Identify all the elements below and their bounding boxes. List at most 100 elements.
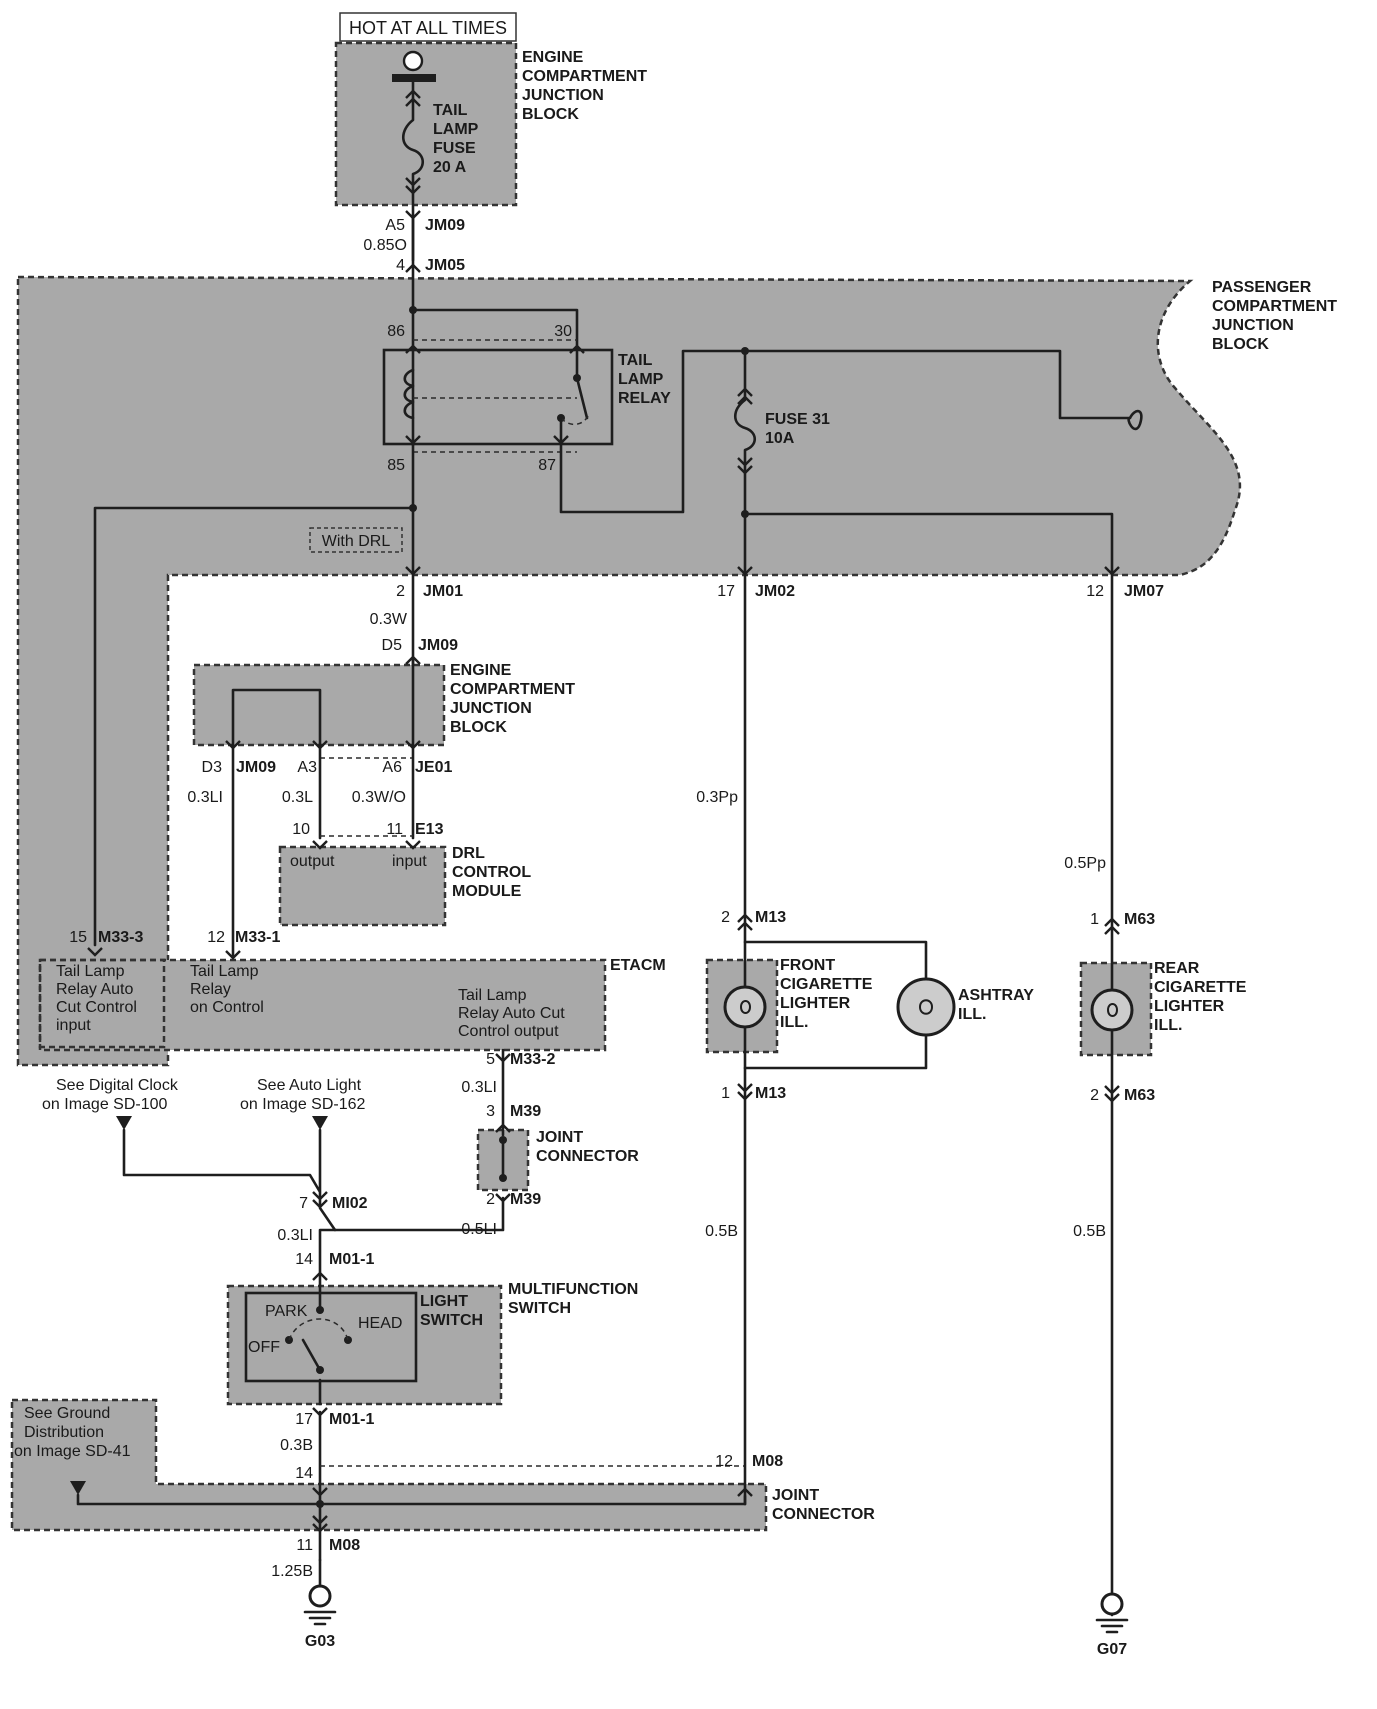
svg-text:0.5B: 0.5B (1073, 1223, 1106, 1240)
svg-text:7: 7 (299, 1195, 308, 1212)
svg-text:M33-1: M33-1 (235, 929, 280, 946)
pin-labels: A5 JM09 0.85O 4 JM05 86 30 85 87 2 JM01 … (69, 217, 1164, 1658)
drl-input-label: input (392, 853, 427, 870)
svg-text:ASHTRAY: ASHTRAY (958, 987, 1034, 1004)
engine-compartment-junction-block-top (334, 41, 518, 207)
svg-text:3: 3 (486, 1103, 495, 1120)
battery-terminal (402, 50, 424, 72)
svg-text:0.3LI: 0.3LI (277, 1227, 313, 1244)
svg-text:CONNECTOR: CONNECTOR (536, 1148, 639, 1165)
hot-at-all-times-label: HOT AT ALL TIMES (349, 18, 507, 38)
svg-text:CIGARETTE: CIGARETTE (1154, 979, 1247, 996)
svg-text:LAMP: LAMP (433, 121, 479, 138)
svg-text:2: 2 (721, 909, 730, 926)
relay-coil (403, 368, 415, 420)
svg-text:LIGHTER: LIGHTER (1154, 998, 1225, 1015)
ecjb-mid-label: ENGINE COMPARTMENT JUNCTION BLOCK (450, 662, 575, 736)
svg-text:Cut Control: Cut Control (56, 999, 137, 1016)
svg-text:10A: 10A (765, 430, 795, 447)
tail-lamp-fuse-20a (401, 80, 425, 262)
svg-text:30: 30 (554, 323, 572, 340)
svg-text:D3: D3 (202, 759, 223, 776)
svg-text:M63: M63 (1124, 1087, 1155, 1104)
svg-text:87: 87 (538, 457, 556, 474)
svg-text:2: 2 (1090, 1087, 1099, 1104)
switch-park-label: PARK (265, 1303, 308, 1320)
svg-text:85: 85 (387, 457, 405, 474)
with-drl-label: With DRL (322, 533, 391, 550)
ground-g07-icon (1100, 1592, 1124, 1616)
svg-text:0.3L: 0.3L (282, 789, 313, 806)
drl-output-label: output (290, 853, 335, 870)
svg-text:input: input (56, 1017, 91, 1034)
svg-text:A3: A3 (297, 759, 317, 776)
etacm-auto-cut-output-label: Tail Lamp Relay Auto Cut Control output (458, 987, 565, 1040)
svg-text:BLOCK: BLOCK (522, 106, 579, 123)
etacm-auto-cut-input-label: Tail Lamp Relay Auto Cut Control input (56, 963, 137, 1034)
svg-text:MULTIFUNCTION: MULTIFUNCTION (508, 1281, 638, 1298)
svg-text:FRONT: FRONT (780, 957, 835, 974)
hot-at-all-times-box (339, 12, 517, 42)
svg-text:Relay Auto: Relay Auto (56, 981, 133, 998)
svg-text:JE01: JE01 (415, 759, 452, 776)
svg-text:JM07: JM07 (1124, 583, 1164, 600)
svg-text:JUNCTION: JUNCTION (450, 700, 532, 717)
svg-text:MODULE: MODULE (452, 883, 522, 900)
svg-text:12: 12 (1086, 583, 1104, 600)
light-switch-contact (301, 1338, 322, 1372)
svg-text:0.85O: 0.85O (363, 237, 407, 254)
svg-text:JOINT: JOINT (772, 1487, 819, 1504)
ground-joint-connector-block (10, 1398, 768, 1532)
svg-text:0.3W: 0.3W (370, 611, 408, 628)
svg-text:A6: A6 (382, 759, 402, 776)
svg-text:See Auto Light: See Auto Light (257, 1077, 362, 1094)
svg-text:0.5Pp: 0.5Pp (1064, 855, 1106, 872)
multifunction-switch-label: MULTIFUNCTION SWITCH (508, 1281, 638, 1317)
svg-text:DRL: DRL (452, 845, 485, 862)
svg-text:20 A: 20 A (433, 159, 467, 176)
with-drl-box (309, 527, 403, 553)
ecjb-top-label: ENGINE COMPARTMENT JUNCTION BLOCK (522, 49, 647, 123)
light-switch-box (244, 1291, 418, 1383)
svg-text:See Ground: See Ground (24, 1405, 110, 1422)
svg-text:E13: E13 (415, 821, 444, 838)
svg-text:M01-1: M01-1 (329, 1411, 374, 1428)
svg-text:JM02: JM02 (755, 583, 795, 600)
see-ground-distribution-label: See Ground Distribution on Image SD-41 (14, 1405, 131, 1460)
svg-text:Relay: Relay (190, 981, 231, 998)
etacm-auto-cut-input-box (38, 958, 166, 1049)
relay-85-to-etacm-wire (93, 506, 415, 947)
svg-text:0.3W/O: 0.3W/O (352, 789, 406, 806)
light-switch-label: LIGHT SWITCH (420, 1293, 483, 1329)
tail-lamp-relay (382, 348, 614, 446)
svg-text:BLOCK: BLOCK (1212, 336, 1269, 353)
see-auto-light-label: See Auto Light on Image SD-162 (240, 1077, 366, 1113)
svg-text:on Image SD-41: on Image SD-41 (14, 1443, 131, 1460)
svg-text:Tail Lamp: Tail Lamp (458, 987, 527, 1004)
svg-text:JM01: JM01 (423, 583, 463, 600)
svg-text:0.3LI: 0.3LI (461, 1079, 497, 1096)
svg-text:0.5LI: 0.5LI (461, 1221, 497, 1238)
svg-text:CIGARETTE: CIGARETTE (780, 976, 873, 993)
fuse-31-10a (733, 349, 757, 572)
svg-text:1: 1 (1090, 911, 1099, 928)
pcjb-label: PASSENGER COMPARTMENT JUNCTION BLOCK (1212, 279, 1337, 353)
svg-text:RELAY: RELAY (618, 390, 671, 407)
svg-text:ENGINE: ENGINE (450, 662, 512, 679)
passenger-compartment-junction-block (16, 275, 1242, 1067)
svg-text:COMPARTMENT: COMPARTMENT (1212, 298, 1337, 315)
front-cigarette-lighter-lamp-icon (723, 985, 767, 1029)
svg-text:14: 14 (295, 1251, 313, 1268)
etacm-label: ETACM (610, 957, 666, 974)
svg-text:COMPARTMENT: COMPARTMENT (450, 681, 575, 698)
svg-text:Relay Auto Cut: Relay Auto Cut (458, 1005, 565, 1022)
svg-text:M39: M39 (510, 1191, 541, 1208)
svg-text:10: 10 (292, 821, 310, 838)
svg-text:A5: A5 (385, 217, 405, 234)
tail-lamp-fuse-label: TAIL LAMP FUSE 20 A (433, 102, 479, 176)
ashtray-label: ASHTRAY ILL. (958, 987, 1034, 1023)
svg-text:SWITCH: SWITCH (508, 1300, 571, 1317)
svg-text:SWITCH: SWITCH (420, 1312, 483, 1329)
svg-text:0.3LI: 0.3LI (187, 789, 223, 806)
